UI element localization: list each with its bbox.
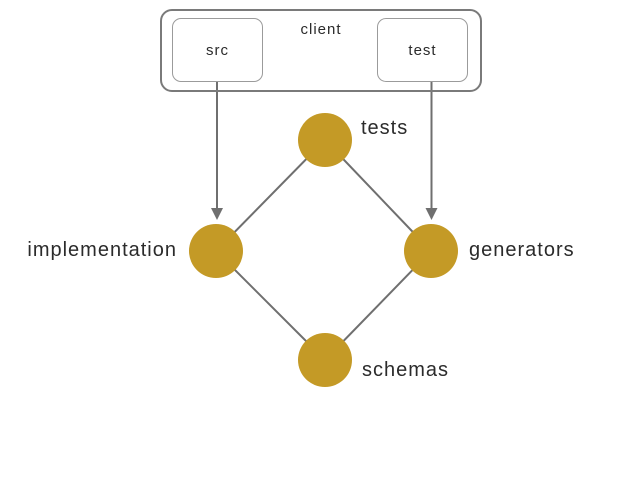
client-group-label: client bbox=[300, 21, 342, 38]
src-box: src bbox=[172, 18, 263, 82]
src-box-label: src bbox=[206, 41, 229, 59]
node-generators-circle bbox=[404, 224, 458, 278]
node-implementation-circle bbox=[189, 224, 243, 278]
node-label-tests: tests bbox=[361, 117, 409, 139]
node-label-implementation: implementation bbox=[27, 239, 177, 261]
test-box-label: test bbox=[408, 41, 437, 59]
client-group-box: client src test bbox=[160, 9, 482, 92]
node-schemas-circle bbox=[298, 333, 352, 387]
node-label-generators: generators bbox=[469, 239, 575, 261]
node-tests-circle bbox=[298, 113, 352, 167]
test-box: test bbox=[377, 18, 468, 82]
node-label-schemas: schemas bbox=[362, 359, 450, 381]
